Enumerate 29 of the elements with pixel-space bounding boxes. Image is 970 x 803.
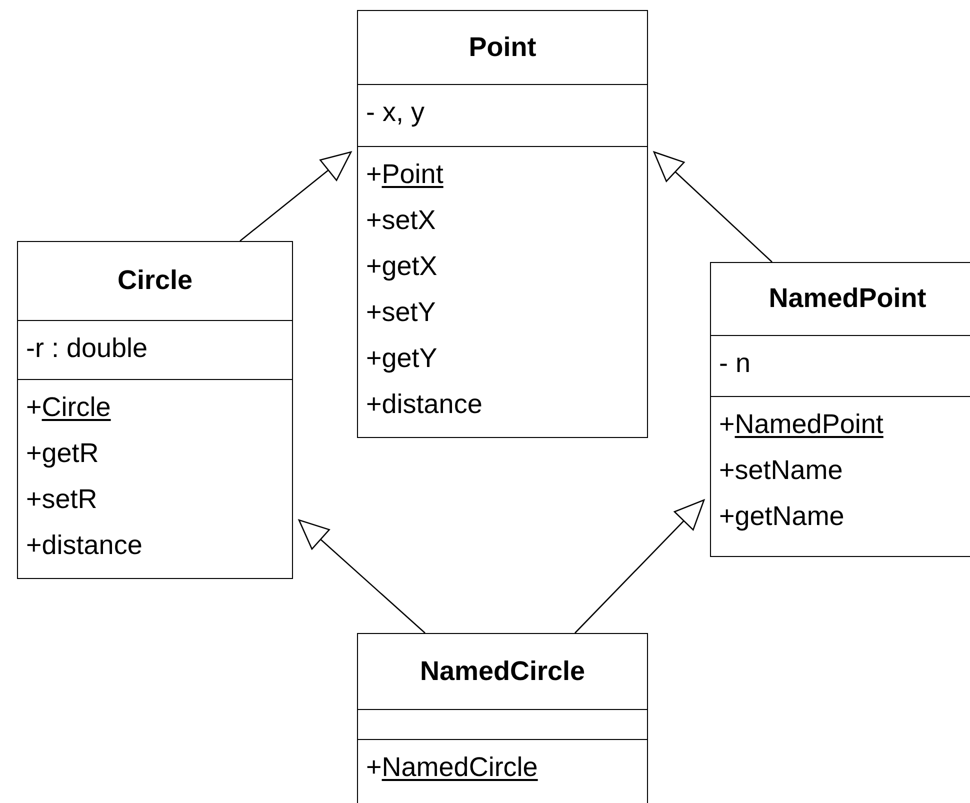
generalization-arrow (240, 151, 352, 242)
member-text: +getR (26, 437, 99, 470)
member-text: +getName (719, 500, 844, 534)
class-name: NamedCircle (358, 634, 647, 710)
member-text: -r : double (26, 332, 148, 365)
member-text: - x, y (366, 96, 424, 129)
class-name: Point (358, 11, 647, 85)
member-text: +distance (26, 529, 142, 562)
class-name: Circle (18, 242, 292, 321)
class-box (357, 10, 648, 438)
constructor-text: +NamedCircle (366, 750, 538, 784)
member-text: +distance (366, 388, 482, 422)
generalization-arrow (653, 151, 772, 262)
member-text: +setY (366, 296, 436, 330)
constructor-text: +Circle (26, 391, 111, 424)
class-box (17, 241, 293, 579)
member-text: +setX (366, 204, 436, 238)
constructor-text: +Point (366, 158, 444, 192)
constructor-text: +NamedPoint (719, 408, 884, 442)
member-text: +getY (366, 342, 438, 376)
member-text: +getX (366, 250, 438, 284)
class-box (357, 633, 648, 803)
member-text: +setR (26, 483, 98, 516)
class-name: NamedPoint (711, 263, 970, 336)
member-text: - n (719, 346, 751, 380)
member-text: +setName (719, 454, 843, 488)
generalization-arrow (298, 519, 426, 634)
generalization-arrow (574, 499, 705, 634)
class-box (710, 262, 970, 557)
